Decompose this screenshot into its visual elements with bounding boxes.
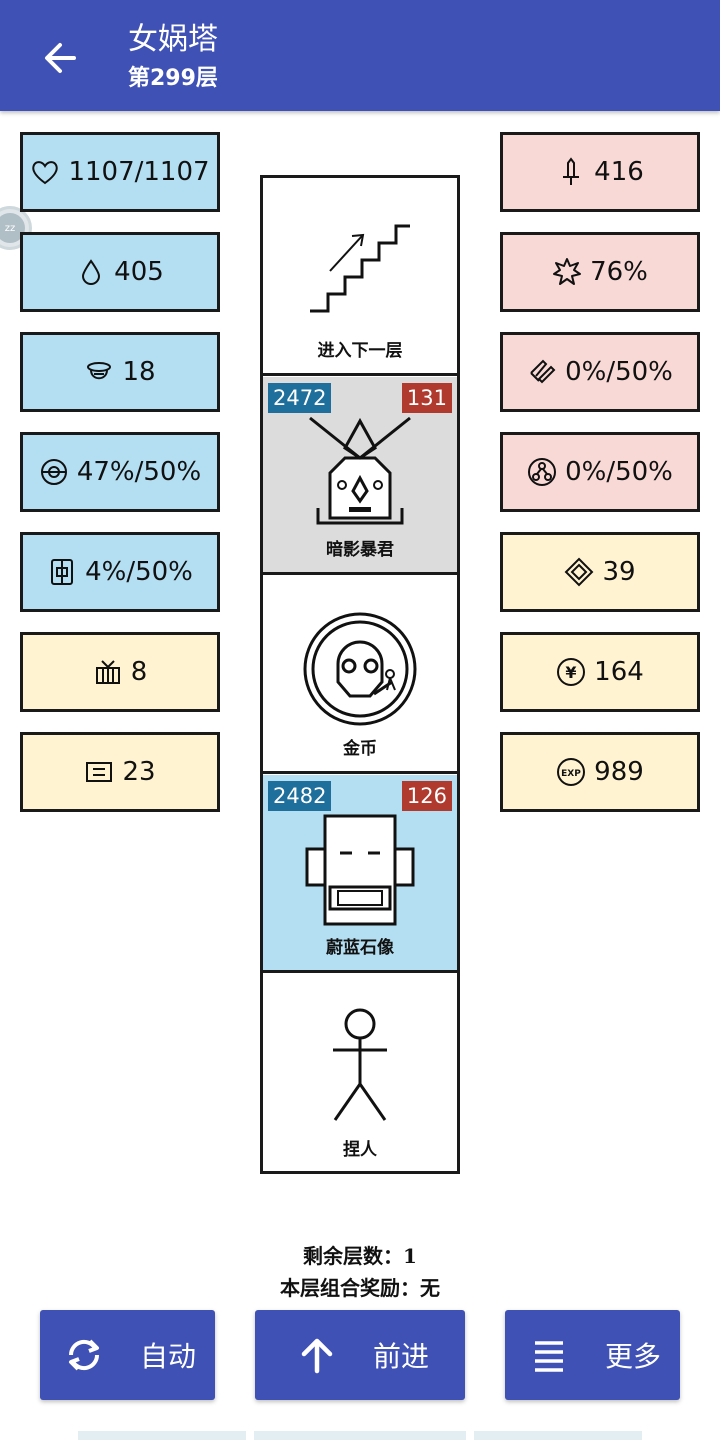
- tower-cell-statue[interactable]: 2482 126 蔚蓝石像: [263, 775, 457, 973]
- remaining-floors-text: 剩余层数：1: [303, 1244, 417, 1268]
- stat-attack: 416: [500, 132, 700, 212]
- auto-button-label: 自动: [140, 1340, 197, 1373]
- stat-gold-value: 164: [594, 657, 644, 687]
- forward-button-label: 前进: [373, 1340, 430, 1373]
- statue-defense-badge: 126: [401, 781, 452, 811]
- tower-column: 进入下一层 2472 131 暗影暴君: [260, 175, 460, 1174]
- scroll-icon: [84, 757, 114, 787]
- arrow-up-icon: [293, 1331, 341, 1379]
- arrow-left-icon: [45, 43, 76, 73]
- stat-chest-value: 8: [130, 657, 148, 687]
- slash-icon: [527, 357, 557, 387]
- tower-cell-stairs-label: 进入下一层: [317, 341, 403, 361]
- heart-icon: [30, 157, 60, 187]
- stat-hp-value: 1107/1107: [68, 157, 210, 187]
- tower-cell-person[interactable]: 捏人: [263, 974, 457, 1172]
- yen-icon: ¥: [556, 657, 586, 687]
- stat-scroll: 23: [20, 732, 220, 812]
- monster-attack-badge: 2472: [268, 383, 332, 413]
- tower-cell-coin[interactable]: 金币: [263, 576, 457, 774]
- bottom-tab-placeholder: [78, 1431, 246, 1440]
- azure-statue-icon: [305, 814, 415, 926]
- tower-cell-coin-label: 金币: [343, 739, 377, 759]
- more-button-label: 更多: [605, 1340, 662, 1373]
- shield-ring-icon: [39, 457, 69, 487]
- tower-cell-monster[interactable]: 2472 131 暗影暴君: [263, 377, 457, 575]
- more-button[interactable]: 更多: [505, 1310, 680, 1400]
- chest-icon: [93, 657, 123, 687]
- triad-icon: [527, 457, 557, 487]
- stat-armor-value: 4%/50%: [85, 557, 193, 587]
- stat-mp-value: 405: [114, 257, 164, 287]
- drop-icon: [76, 257, 106, 287]
- stat-defense-value: 18: [122, 357, 156, 387]
- menu-icon: [525, 1331, 573, 1379]
- armor-icon: [47, 557, 77, 587]
- bottom-tab-placeholder: [474, 1431, 642, 1440]
- stat-pierce-value: 0%/50%: [565, 357, 673, 387]
- helmet-icon: [84, 357, 114, 387]
- forward-button[interactable]: 前进: [255, 1310, 465, 1400]
- tower-cell-person-label: 捏人: [343, 1140, 377, 1160]
- bottom-tab-placeholder: [254, 1431, 466, 1440]
- tower-cell-monster-label: 暗影暴君: [326, 540, 394, 560]
- svg-text:¥: ¥: [566, 663, 577, 682]
- stairs-icon: [310, 224, 410, 313]
- page-title: 女娲塔: [128, 22, 218, 57]
- stat-block: 47%/50%: [20, 432, 220, 512]
- stat-mp: 405: [20, 232, 220, 312]
- floating-assistant-button[interactable]: zz: [0, 206, 32, 250]
- sword-icon: [556, 157, 586, 187]
- exp-icon: EXP: [556, 757, 586, 787]
- stat-gem-value: 39: [602, 557, 636, 587]
- stat-attack-value: 416: [594, 157, 644, 187]
- person-icon: [333, 1008, 387, 1121]
- stat-exp-value: 989: [594, 757, 644, 787]
- coin-icon: [303, 612, 417, 726]
- diamond-icon: [564, 557, 594, 587]
- stat-crit-value: 76%: [590, 257, 648, 287]
- tower-cell-statue-label: 蔚蓝石像: [326, 938, 394, 958]
- stat-defense: 18: [20, 332, 220, 412]
- back-button[interactable]: [36, 34, 84, 82]
- app-bar: 女娲塔 第299层: [0, 0, 720, 111]
- refresh-icon: [60, 1331, 108, 1379]
- stat-block-value: 47%/50%: [76, 457, 202, 487]
- stat-gem: 39: [500, 532, 700, 612]
- monster-defense-badge: 131: [401, 383, 452, 413]
- stat-magic-pierce: 0%/50%: [500, 432, 700, 512]
- stat-magic-pierce-value: 0%/50%: [565, 457, 673, 487]
- stat-armor: 4%/50%: [20, 532, 220, 612]
- statue-attack-badge: 2482: [268, 781, 332, 811]
- stat-chest: 8: [20, 632, 220, 712]
- tower-cell-stairs[interactable]: 进入下一层: [263, 178, 457, 376]
- shadow-tyrant-icon: [309, 416, 411, 525]
- stat-scroll-value: 23: [122, 757, 156, 787]
- stat-exp: EXP 989: [500, 732, 700, 812]
- floor-bonus-text: 本层组合奖励：无: [280, 1276, 440, 1300]
- stat-crit: 76%: [500, 232, 700, 312]
- floor-subtitle: 第299层: [128, 66, 218, 91]
- stat-hp: 1107/1107: [20, 132, 220, 212]
- auto-button[interactable]: 自动: [40, 1310, 215, 1400]
- svg-text:EXP: EXP: [561, 769, 581, 779]
- stat-gold: ¥ 164: [500, 632, 700, 712]
- burst-icon: [552, 257, 582, 287]
- stat-pierce: 0%/50%: [500, 332, 700, 412]
